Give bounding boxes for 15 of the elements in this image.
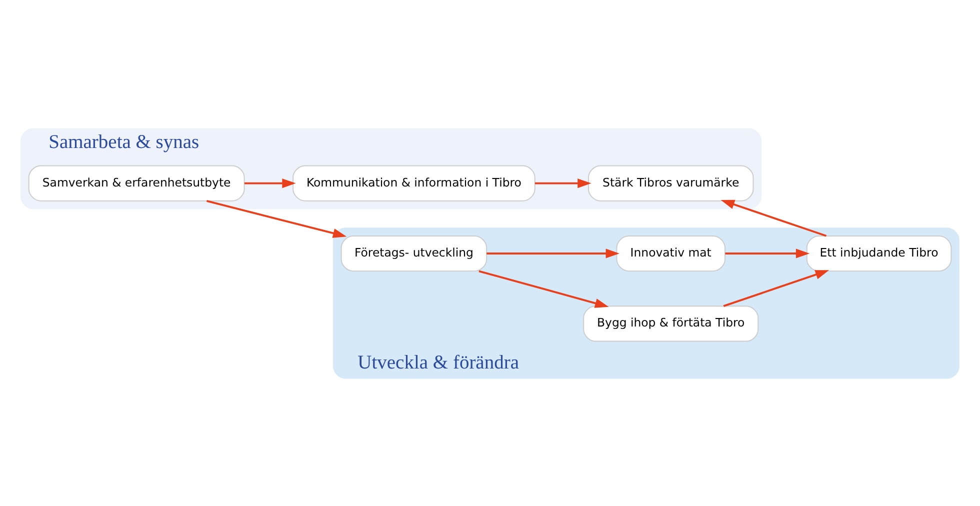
- node-box: Stärk Tibros varumärke: [588, 164, 754, 201]
- arrow: [720, 199, 827, 236]
- arrow: [486, 248, 620, 258]
- arrow: [206, 199, 347, 238]
- arrow: [478, 270, 609, 308]
- arrow: [725, 248, 810, 258]
- arrow: [534, 178, 592, 188]
- node-box: Kommunikation & information i Tibro: [292, 164, 536, 201]
- arrow: [244, 178, 296, 188]
- node-box: Ett inbjudande Tibro: [806, 234, 952, 272]
- node-box: Samverkan & erfarenhetsutbyte: [28, 164, 245, 201]
- arrow: [723, 270, 830, 306]
- node-box: Bygg ihop & förtäta Tibro: [583, 305, 759, 342]
- node-box: Företags- utveckling: [340, 234, 488, 272]
- node-box: Innovativ mat: [616, 234, 726, 272]
